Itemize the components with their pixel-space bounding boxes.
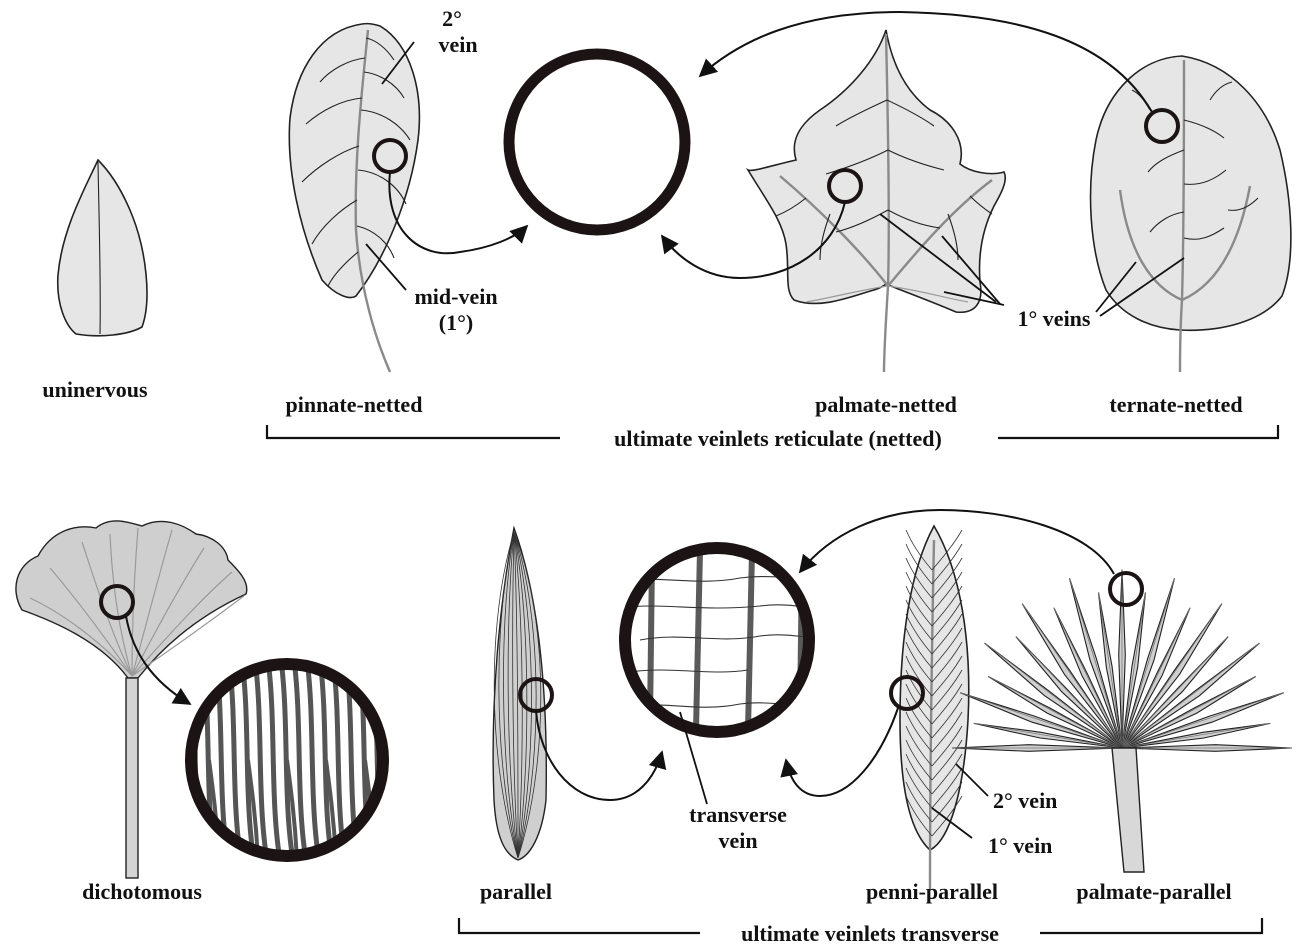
arrow-parallel-to-zoom (536, 711, 662, 800)
label-primary-veins: 1° veins (1018, 306, 1091, 331)
palmate-parallel-zoom-ring (1110, 573, 1142, 605)
label-palmate-parallel: palmate-parallel (1076, 879, 1231, 904)
pinnate-netted-leaf (289, 24, 419, 372)
label-palmate-netted: palmate-netted (815, 392, 957, 417)
label-secondary-vein-l2: vein (438, 32, 477, 57)
caption-transverse: ultimate veinlets transverse (741, 921, 999, 945)
magnifier-transverse (620, 548, 820, 732)
palmate-parallel-leaf (952, 570, 1292, 873)
label-ternate-netted: ternate-netted (1109, 392, 1242, 417)
arrow-palmate-parallel-to-zoom (800, 510, 1114, 574)
magnifier-dichotomous (190, 660, 384, 860)
label-midvein-l1: mid-vein (414, 284, 497, 309)
label-transverse-l1: transverse (689, 802, 787, 827)
label-pinnate-netted: pinnate-netted (286, 392, 423, 417)
label-dichotomous: dichotomous (82, 879, 202, 904)
label-penni-parallel: penni-parallel (866, 879, 998, 904)
uninervous-leaf (58, 160, 147, 336)
label-secondary-vein-bottom: 2° vein (993, 788, 1057, 813)
ternate-netted-leaf (1091, 56, 1291, 372)
palmate-netted-leaf (748, 30, 1005, 372)
label-uninervous: uninervous (42, 377, 148, 402)
label-midvein-l2: (1°) (439, 310, 473, 335)
label-primary-vein-bottom: 1° vein (988, 833, 1052, 858)
arrow-ternate-to-zoom (700, 12, 1152, 112)
label-parallel: parallel (480, 879, 552, 904)
label-transverse-l2: vein (718, 828, 757, 853)
label-secondary-vein-l1: 2° (442, 6, 462, 31)
arrow-pinnate-to-zoom (389, 172, 527, 253)
magnifier-reticulate (502, 40, 700, 240)
caption-reticulate: ultimate veinlets reticulate (netted) (614, 426, 942, 451)
arrow-penni-to-zoom (786, 708, 898, 796)
